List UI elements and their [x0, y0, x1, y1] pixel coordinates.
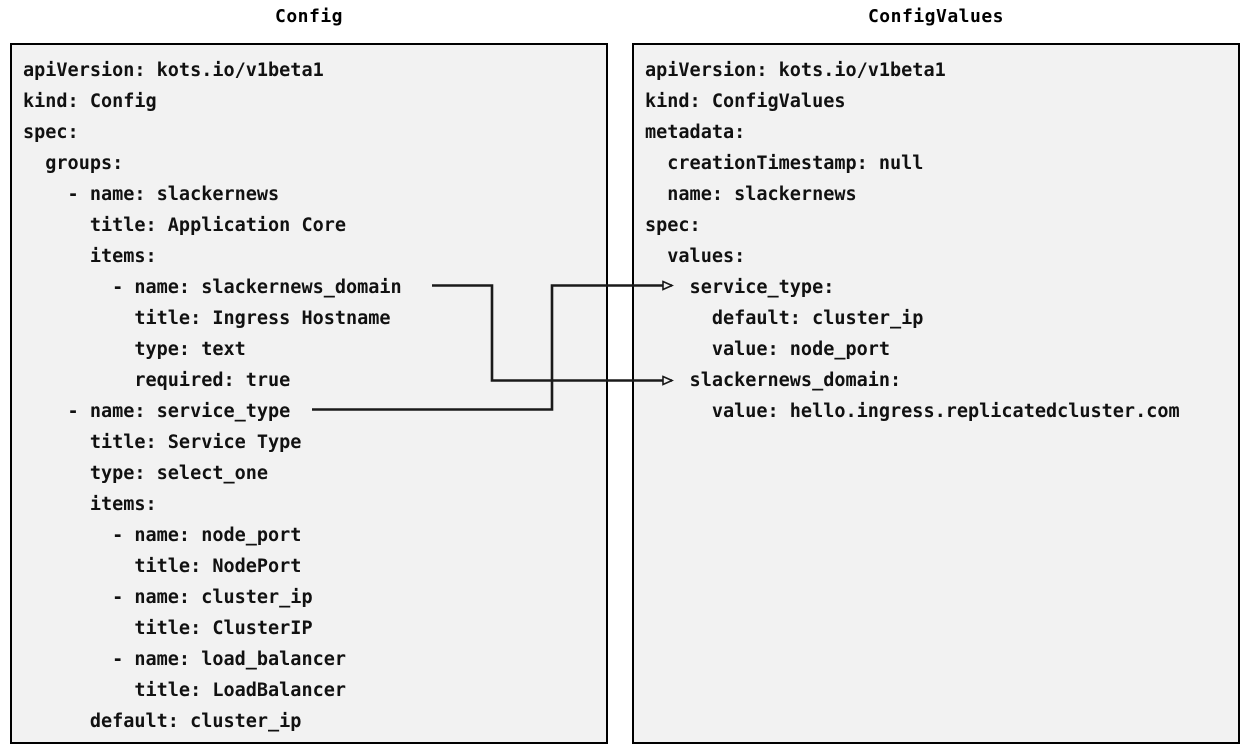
config-yaml-line-14: items: [23, 494, 157, 515]
configvalues-yaml-line-8: default: cluster_ip [645, 308, 924, 329]
configvalues-yaml-code: apiVersion: kots.io/v1beta1 kind: ConfigV… [645, 55, 1180, 427]
configvalues-yaml-line-0: apiVersion: kots.io/v1beta1 [645, 60, 946, 81]
configvalues-yaml-line-1: kind: ConfigValues [645, 91, 846, 112]
config-yaml-line-18: title: ClusterIP [23, 618, 313, 639]
configvalues-yaml-panel: apiVersion: kots.io/v1beta1 kind: ConfigV… [632, 43, 1240, 744]
config-yaml-line-12: title: Service Type [23, 432, 302, 453]
config-yaml-line-20: title: LoadBalancer [23, 680, 347, 701]
config-yaml-line-2: spec: [23, 122, 79, 143]
config-yaml-line-10: required: true [23, 370, 291, 391]
configvalues-yaml-line-2: metadata: [645, 122, 746, 143]
config-yaml-line-21: default: cluster_ip [23, 711, 302, 732]
config-yaml-line-7: - name: slackernews_domain [23, 277, 402, 298]
configvalues-yaml-line-9: value: node_port [645, 339, 891, 360]
config-yaml-line-0: apiVersion: kots.io/v1beta1 [23, 60, 324, 81]
config-yaml-line-11: - name: service_type [23, 401, 291, 422]
config-yaml-line-5: title: Application Core [23, 215, 347, 236]
config-yaml-line-13: type: select_one [23, 463, 269, 484]
config-yaml-line-4: - name: slackernews [23, 184, 280, 205]
config-yaml-line-17: - name: cluster_ip [23, 587, 313, 608]
config-yaml-line-6: items: [23, 246, 157, 267]
config-yaml-line-1: kind: Config [23, 91, 157, 112]
config-yaml-line-9: type: text [23, 339, 246, 360]
configvalues-panel-title: ConfigValues [867, 6, 1005, 27]
config-yaml-line-16: title: NodePort [23, 556, 302, 577]
config-yaml-line-19: - name: load_balancer [23, 649, 347, 670]
configvalues-yaml-line-3: creationTimestamp: null [645, 153, 924, 174]
config-yaml-line-8: title: Ingress Hostname [23, 308, 391, 329]
configvalues-yaml-line-11: value: hello.ingress.replicatedcluster.c… [645, 401, 1180, 422]
config-yaml-line-3: groups: [23, 153, 124, 174]
configvalues-yaml-line-10: slackernews_domain: [645, 370, 902, 391]
configvalues-yaml-line-7: service_type: [645, 277, 835, 298]
config-yaml-line-15: - name: node_port [23, 525, 302, 546]
config-panel-title: Config [274, 6, 344, 27]
configvalues-yaml-line-4: name: slackernews [645, 184, 857, 205]
config-yaml-code: apiVersion: kots.io/v1beta1 kind: Config s… [23, 55, 402, 737]
configvalues-yaml-line-6: values: [645, 246, 746, 267]
config-yaml-panel: apiVersion: kots.io/v1beta1 kind: Config s… [10, 43, 608, 744]
configvalues-yaml-line-5: spec: [645, 215, 701, 236]
